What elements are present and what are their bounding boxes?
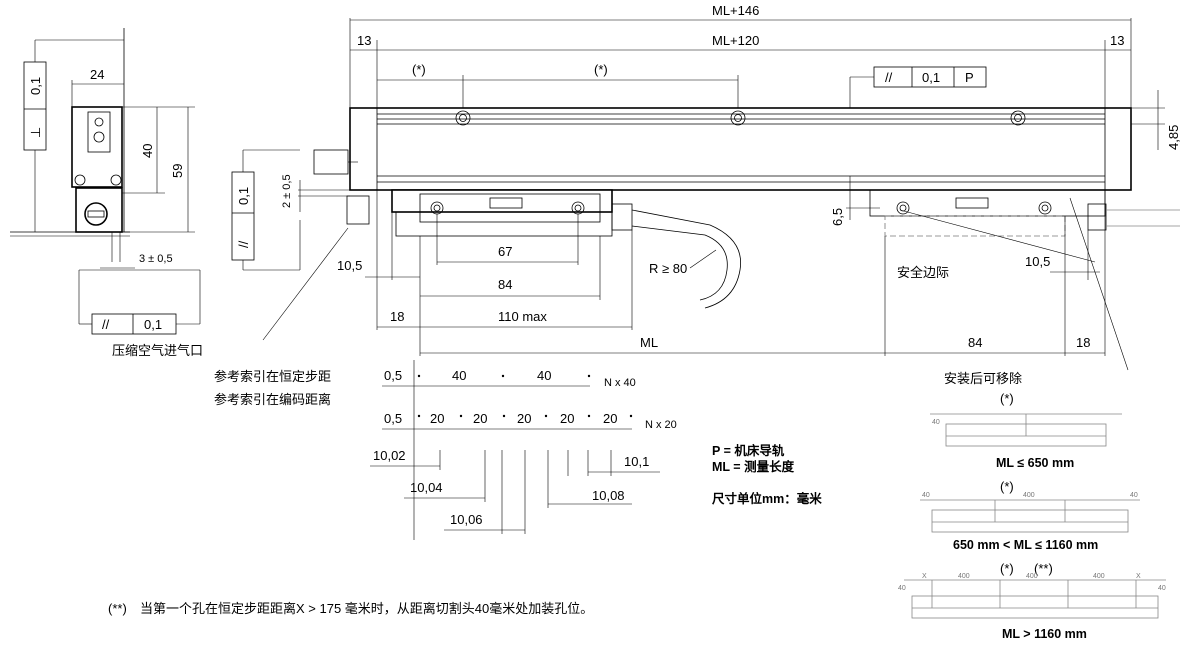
row-a-p1: 40	[452, 368, 466, 383]
dim-10-5-left: 10,5	[337, 258, 362, 273]
row-a-p2: 40	[537, 368, 551, 383]
dim-end-right: 13	[1110, 33, 1124, 48]
ref-label-const: 参考索引在恒定步距	[214, 369, 331, 384]
coded-1002: 10,02	[373, 448, 406, 463]
legend-units: 尺寸单位mm：毫米	[712, 491, 822, 506]
case3-d400-b: 400	[1026, 573, 1038, 580]
mounting-star-4: (**)	[1034, 561, 1053, 576]
footnote-text: 当第一个孔在恒定步距距离X > 175 毫米时，从距离切割头40毫米处加装孔位。	[140, 601, 593, 616]
mounting-star-1: (*)	[1000, 391, 1014, 406]
safety-margin: 安全边际	[897, 265, 949, 280]
dim-gap: 2 ± 0,5	[281, 174, 293, 208]
parallel-symbol-bottom: //	[102, 317, 110, 332]
perpendicularity-symbol: ⊥	[28, 127, 43, 138]
dim-6-5: 6,5	[830, 208, 845, 226]
footnote: (**) 当第一个孔在恒定步距距离X > 175 毫米时，从距离切割头40毫米处…	[108, 601, 593, 616]
dim-84-head: 84	[498, 277, 512, 292]
legend: P = 机床导轨 ML = 测量长度 尺寸单位mm：毫米	[712, 443, 822, 506]
case2-d400: 400	[1023, 492, 1035, 499]
head-parallel-value: 0,1	[236, 187, 251, 205]
top-tol-value: 0,1	[922, 70, 940, 85]
mounting-star-3: (*)	[1000, 561, 1014, 576]
air-inlet-label: 压缩空气进气口	[112, 343, 203, 358]
case3-x-left: X	[922, 573, 927, 580]
coded-1006: 10,06	[450, 512, 483, 527]
row-b-p1: 20	[430, 411, 444, 426]
row-b-p3: 20	[517, 411, 531, 426]
top-dimensions: ML+146 ML+120 13 13 (*) (*) // 0,1 P	[349, 3, 1132, 110]
mounting-title: 安装后可移除	[944, 371, 1022, 386]
mounting-star-2: (*)	[1000, 479, 1014, 494]
case3-d400-a: 400	[958, 573, 970, 580]
case3-x-right: X	[1136, 573, 1141, 580]
head-parallel-symbol: //	[236, 240, 251, 248]
mounting-variants: 安装后可移除 (*) 40 ML ≤ 650 mm (*) 40 400 40 …	[898, 371, 1166, 641]
ref-label-coded: 参考索引在编码距离	[214, 392, 331, 407]
dim-67: 67	[498, 244, 512, 259]
dim-total-length: ML+146	[712, 3, 759, 18]
legend-ml: ML = 测量长度	[712, 459, 795, 474]
side-flatness-value: 0,1	[28, 77, 43, 95]
scanning-head: R ≥ 80 2 ± 0,5 0,1 // 67 84 10,5	[231, 149, 885, 356]
dim-18-left: 18	[390, 309, 404, 324]
dim-height-59: 59	[170, 164, 185, 178]
case3-d400-c: 400	[1093, 573, 1105, 580]
coded-1008: 10,08	[592, 488, 625, 503]
dim-110-max: 110 max	[498, 309, 547, 324]
pitch-star-b: (*)	[594, 62, 608, 77]
case2-d40-left: 40	[922, 492, 930, 499]
dim-height-40: 40	[140, 144, 155, 158]
bend-radius: R ≥ 80	[649, 261, 687, 276]
top-tol-datum: P	[965, 70, 974, 85]
footnote-mark: (**)	[108, 601, 127, 616]
ml-label: ML	[640, 335, 658, 350]
dim-end-left: 13	[357, 33, 371, 48]
case3-d40-left: 40	[898, 585, 906, 592]
parallel-value-bottom: 0,1	[144, 317, 162, 332]
case2-d40-right: 40	[1130, 492, 1138, 499]
row-b-p2: 20	[473, 411, 487, 426]
dim-10-5-right: 10,5	[1025, 254, 1050, 269]
dim-height-485: 4,85	[1166, 125, 1181, 150]
row-b-p5: 20	[603, 411, 617, 426]
row-a-count: N x 40	[604, 377, 636, 389]
dim-84-right: 84	[968, 335, 982, 350]
case3-d40-right: 40	[1158, 585, 1166, 592]
row-b-start: 0,5	[384, 411, 402, 426]
top-tol-symbol: //	[885, 70, 893, 85]
coded-1004: 10,04	[410, 480, 443, 495]
pitch-star-a: (*)	[412, 62, 426, 77]
legend-p: P = 机床导轨	[712, 443, 785, 458]
dim-cable-offset: 3 ± 0,5	[139, 253, 173, 265]
dim-width: 24	[90, 67, 104, 82]
case2-label: 650 mm < ML ≤ 1160 mm	[953, 538, 1098, 552]
case3-label: ML > 1160 mm	[1002, 627, 1087, 641]
reference-marks: 参考索引在恒定步距 参考索引在编码距离 0,5 40 40 N x 40 0,5…	[214, 360, 677, 540]
dim-18-right: 18	[1076, 335, 1090, 350]
scale-body: 4,85	[349, 90, 1181, 191]
right-end: 安全边际 6,5 10,5 84 18	[830, 176, 1180, 371]
row-a-start: 0,5	[384, 368, 402, 383]
case1-d40: 40	[932, 419, 940, 426]
coded-101: 10,1	[624, 454, 649, 469]
scale-profile-side	[71, 106, 123, 188]
row-b-count: N x 20	[645, 419, 677, 431]
side-view: 24 0,1 ⊥ 40 59 3 ± 0,5 // 0,1 压缩空气进气口	[10, 28, 203, 358]
case1-label: ML ≤ 650 mm	[996, 456, 1074, 470]
dim-inner-length: ML+120	[712, 33, 759, 48]
row-b-p4: 20	[560, 411, 574, 426]
